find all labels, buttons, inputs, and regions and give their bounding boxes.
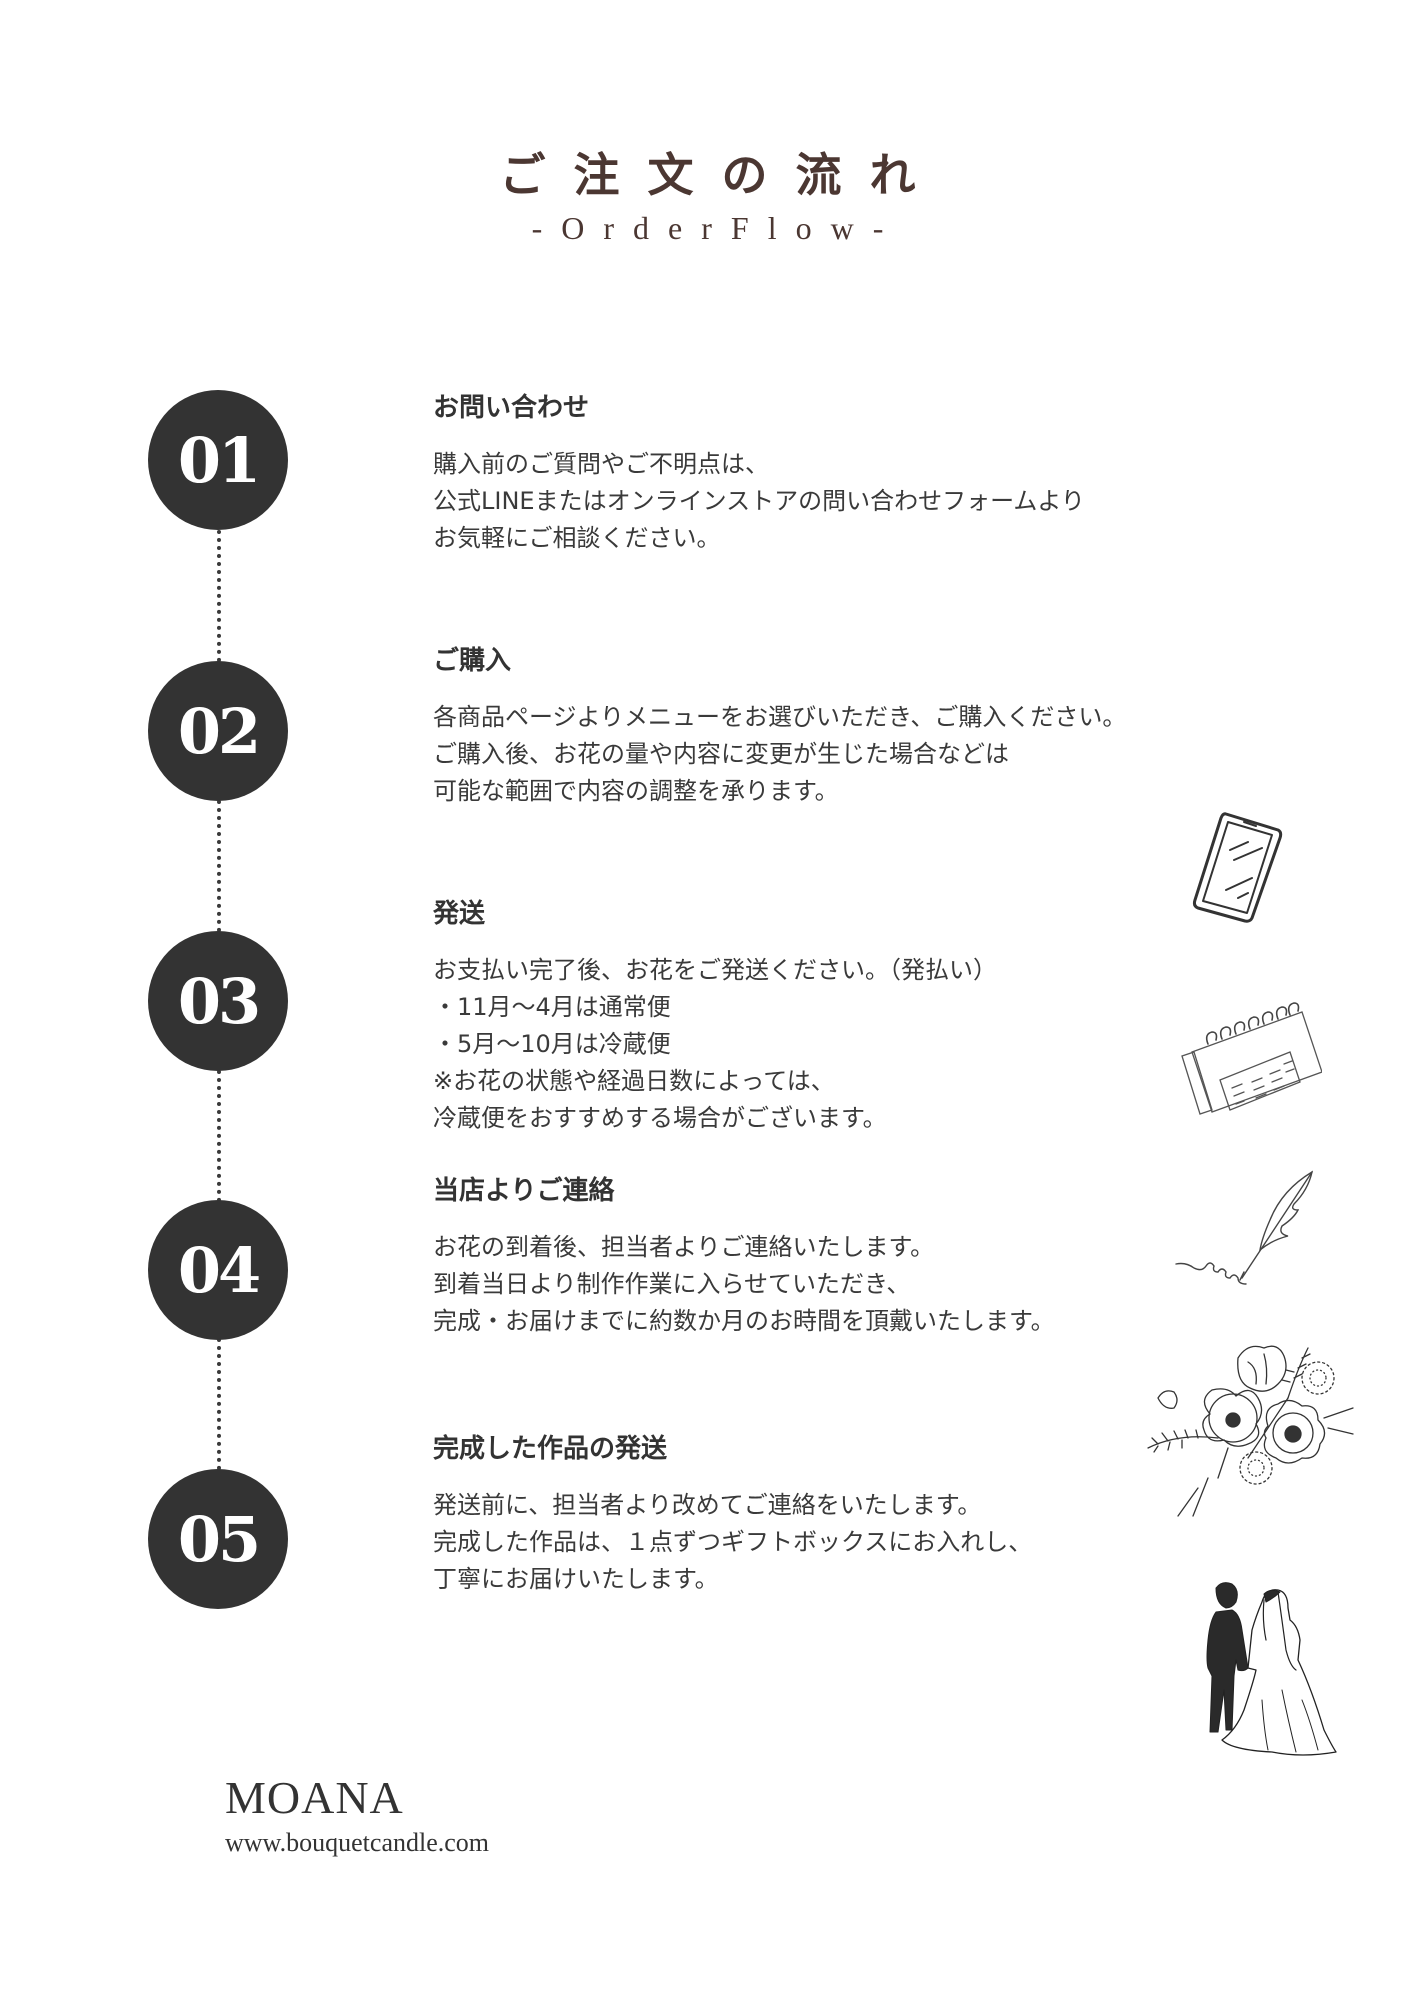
brand-name: MOANA [225, 1772, 404, 1823]
step-heading: 当店よりご連絡 [433, 1176, 615, 1206]
step-body-line: お気軽にご相談ください。 [433, 524, 721, 552]
step-number-badge: 01 [148, 390, 288, 530]
step-body: 発送前に、担当者より改めてご連絡をいたします。 完成した作品は、１点ずつギフトボ… [433, 1487, 1253, 1598]
step-heading: お問い合わせ [433, 393, 590, 423]
step-heading: 完成した作品の発送 [433, 1434, 668, 1464]
step-heading: 発送 [433, 899, 486, 929]
step-section: 完成した作品の発送 発送前に、担当者より改めてご連絡をいたします。 完成した作品… [433, 1431, 1253, 1598]
step-body: 各商品ページよりメニューをお選びいただき、ご購入ください。 ご購入後、お花の量や… [433, 699, 1253, 810]
step-number: 03 [177, 965, 261, 1038]
step-body-line: 購入前のご質問やご不明点は、 [433, 450, 769, 478]
step-body-line: 各商品ページよりメニューをお選びいただき、ご購入ください。 [433, 703, 1127, 731]
page-subtitle: -OrderFlow- [531, 210, 903, 246]
step-number: 01 [177, 424, 261, 497]
website-url: www.bouquetcandle.com [225, 1828, 490, 1857]
step-body: 購入前のご質問やご不明点は、 公式LINEまたはオンラインストアの問い合わせフォ… [433, 446, 1253, 557]
step-body-line: 冷蔵便をおすすめする場合がございます。 [433, 1104, 887, 1132]
step-number: 05 [177, 1503, 261, 1576]
step-body-line: 公式LINEまたはオンラインストアの問い合わせフォームより [433, 487, 1085, 515]
step-body-line: 完成・お届けまでに約数か月のお時間を頂戴いたします。 [433, 1307, 1055, 1335]
step-body: お花の到着後、担当者よりご連絡いたします。 到着当日より制作作業に入らせていただ… [433, 1229, 1253, 1340]
step-body-line: ご購入後、お花の量や内容に変更が生じた場合などは [433, 740, 1009, 768]
step-body: お支払い完了後、お花をご発送ください。（発払い） ・11月〜4月は通常便 ・5月… [433, 952, 1253, 1137]
wedding-couple-icon [1206, 1582, 1337, 1756]
step-body-line: 完成した作品は、１点ずつギフトボックスにお入れし、 [433, 1528, 1033, 1556]
flower-bouquet-icon [1147, 1345, 1354, 1517]
step-number-badge: 03 [148, 931, 288, 1071]
step-number: 02 [177, 695, 261, 768]
step-body-line: 丁寧にお届けいたします。 [433, 1565, 719, 1593]
step-body-line: 到着当日より制作作業に入らせていただき、 [433, 1270, 911, 1298]
step-heading: ご購入 [433, 646, 512, 676]
step-body-line: ・5月〜10月は冷蔵便 [433, 1030, 671, 1058]
step-body-line: ・11月〜4月は通常便 [433, 993, 671, 1021]
step-body-line: ※お花の状態や経過日数によっては、 [433, 1067, 835, 1095]
step-section: 当店よりご連絡 お花の到着後、担当者よりご連絡いたします。 到着当日より制作作業… [433, 1173, 1253, 1340]
step-body-line: お花の到着後、担当者よりご連絡いたします。 [433, 1233, 935, 1261]
timeline-connector [217, 1338, 221, 1470]
step-number-badge: 02 [148, 661, 288, 801]
timeline-connector [217, 800, 221, 932]
timeline-connector [217, 530, 221, 662]
timeline-connector [217, 1070, 221, 1202]
step-section: 発送 お支払い完了後、お花をご発送ください。（発払い） ・11月〜4月は通常便 … [433, 896, 1253, 1137]
step-section: ご購入 各商品ページよりメニューをお選びいただき、ご購入ください。 ご購入後、お… [433, 643, 1253, 810]
calendar-icon [1181, 1002, 1322, 1115]
step-number-badge: 05 [148, 1469, 288, 1609]
step-number: 04 [177, 1234, 261, 1307]
step-body-line: 可能な範囲で内容の調整を承ります。 [433, 777, 839, 805]
step-body-line: 発送前に、担当者より改めてご連絡をいたします。 [433, 1491, 982, 1519]
smartphone-icon [1192, 812, 1283, 923]
step-number-badge: 04 [148, 1200, 288, 1340]
page-title: ご注文の流れ [499, 148, 944, 202]
step-body-line: お支払い完了後、お花をご発送ください。（発払い） [433, 956, 997, 984]
step-section: お問い合わせ 購入前のご質問やご不明点は、 公式LINEまたはオンラインストアの… [433, 390, 1253, 557]
quill-pen-icon [1175, 1170, 1314, 1285]
